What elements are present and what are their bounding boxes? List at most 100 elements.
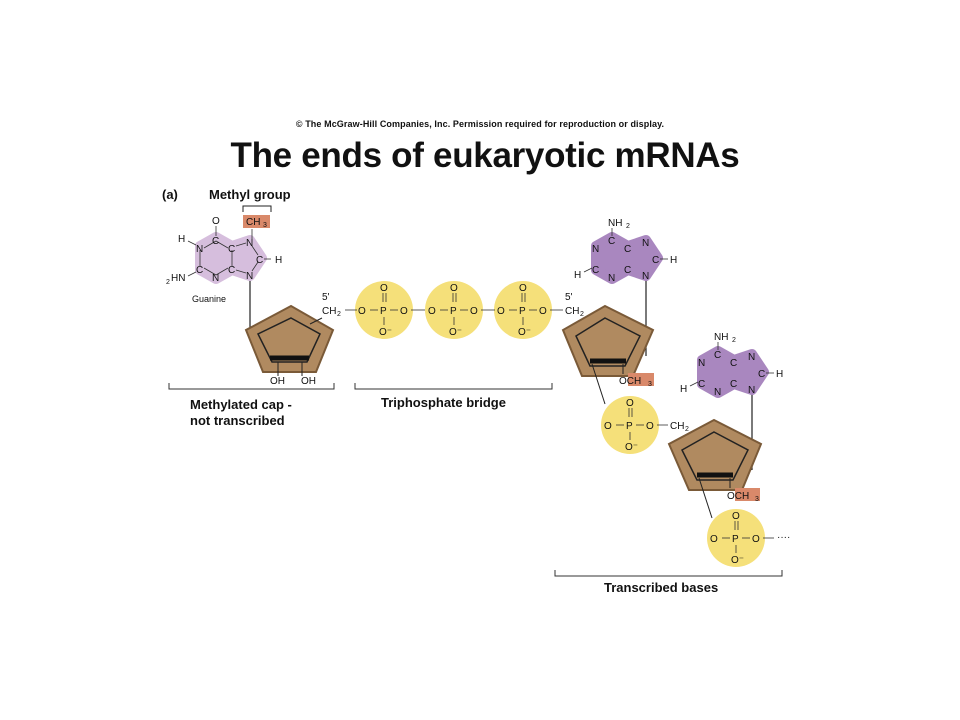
atom-o: O	[400, 306, 408, 317]
atom-o: O	[539, 306, 547, 317]
methyl-group-sub: 3	[263, 222, 267, 229]
first-ribose-sugar	[561, 304, 655, 405]
atom-n: N	[748, 352, 755, 363]
atom-o: O	[450, 283, 458, 294]
atom-h: H	[275, 255, 282, 266]
atom-c: C	[624, 244, 631, 255]
atom-o: O	[732, 511, 740, 522]
phosphate-group-1	[355, 281, 413, 339]
atom-o-minus: O⁻	[379, 327, 392, 338]
atom-c: C	[698, 379, 705, 390]
atom-p: P	[732, 534, 739, 545]
methyl-bracket	[242, 205, 272, 212]
phosphate-group-5	[707, 509, 765, 567]
guanine-label: Guanine	[192, 294, 226, 304]
chain-continuation: ····	[777, 532, 790, 543]
atom-c: C	[212, 236, 219, 247]
och3-1: OCH	[619, 376, 641, 387]
triphosphate-bracket	[354, 383, 553, 390]
atom-c: C	[730, 379, 737, 390]
atom-c: C	[624, 265, 631, 276]
nh2-sub: 2	[732, 337, 736, 344]
atom-o: O	[626, 398, 634, 409]
atom-c: C	[714, 350, 721, 361]
atom-c: C	[592, 265, 599, 276]
transcribed-bracket	[554, 570, 783, 577]
atom-n: N	[608, 273, 615, 284]
atom-c: C	[608, 236, 615, 247]
atom-o: O	[604, 421, 612, 432]
atom-p: P	[626, 421, 633, 432]
atom-c: C	[652, 255, 659, 266]
h2n-sub: 2	[166, 279, 170, 286]
atom-c: C	[256, 255, 263, 266]
atom-o: O	[358, 306, 366, 317]
atom-n: N	[642, 238, 649, 249]
methyl-group-label: Methyl group	[209, 187, 291, 202]
atom-o: O	[380, 283, 388, 294]
copyright-notice: © The McGraw-Hill Companies, Inc. Permis…	[295, 119, 665, 129]
hydroxyl-3: OH	[301, 376, 316, 387]
atom-n: N	[698, 358, 705, 369]
phosphate-group-4	[601, 396, 659, 454]
och3-box-2	[735, 488, 760, 501]
transcribed-bases-label: Transcribed bases	[604, 580, 718, 595]
atom-p: P	[450, 306, 457, 317]
atom-o: O	[497, 306, 505, 317]
atom-n: N	[642, 271, 649, 282]
ch2-lower: CH	[670, 421, 684, 432]
nh2-sub: 2	[626, 223, 630, 230]
atom-p: P	[380, 306, 387, 317]
amino-group: NH	[608, 218, 622, 229]
och3-box-1	[628, 373, 654, 386]
atom-n: N	[592, 244, 599, 255]
atom-c: C	[228, 265, 235, 276]
second-transcribed-base: NH 2 C N C N C C N C N H H	[680, 332, 783, 398]
atom-o: O	[710, 534, 718, 545]
methyl-group-box	[243, 215, 270, 228]
phosphate-group-2	[425, 281, 483, 339]
atom-o: O	[646, 421, 654, 432]
five-prime-label-right: 5'	[565, 292, 573, 303]
atom-h: H	[680, 384, 687, 395]
ch2-left-sub: 2	[337, 311, 341, 318]
ch2-right-sub: 2	[580, 311, 584, 318]
methyl-group-text: CH	[246, 217, 260, 228]
guanine-base: O C C C N C N N C N H H 2 HN	[166, 216, 282, 286]
atom-h: H	[178, 234, 185, 245]
atom-n: N	[748, 385, 755, 396]
atom-c: C	[228, 244, 235, 255]
bond	[309, 317, 323, 325]
ch2-right: CH	[565, 306, 579, 317]
atom-o: O	[212, 216, 220, 227]
methylated-cap-label-2: not transcribed	[190, 413, 285, 428]
atom-c: C	[196, 265, 203, 276]
atom-h: H	[670, 255, 677, 266]
second-ribose-sugar	[667, 418, 763, 519]
atom-o: O	[428, 306, 436, 317]
methylated-cap-bracket	[168, 383, 335, 390]
ch2-left: CH	[322, 306, 336, 317]
atom-c: C	[758, 369, 765, 380]
ch2-lower-sub: 2	[685, 426, 689, 433]
atom-h: H	[574, 270, 581, 281]
methylated-cap-label-1: Methylated cap -	[190, 397, 292, 412]
atom-n: N	[196, 244, 203, 255]
first-transcribed-base: NH 2 C N C N C C N C N H H	[574, 218, 677, 284]
atom-n: N	[246, 238, 253, 249]
page-title: The ends of eukaryotic mRNAs	[230, 136, 740, 175]
atom-o: O	[470, 306, 478, 317]
five-prime-label: 5'	[322, 292, 330, 303]
och3-1-sub: 3	[648, 381, 652, 388]
panel-label: (a)	[162, 187, 178, 202]
atom-n: N	[212, 273, 219, 284]
triphosphate-label: Triphosphate bridge	[381, 395, 506, 410]
atom-o-minus: O⁻	[625, 442, 638, 453]
atom-o-minus: O⁻	[449, 327, 462, 338]
atom-o: O	[519, 283, 527, 294]
atom-o: O	[752, 534, 760, 545]
amino-group: NH	[714, 332, 728, 343]
hydroxyl-2: OH	[270, 376, 285, 387]
atom-n: N	[246, 271, 253, 282]
